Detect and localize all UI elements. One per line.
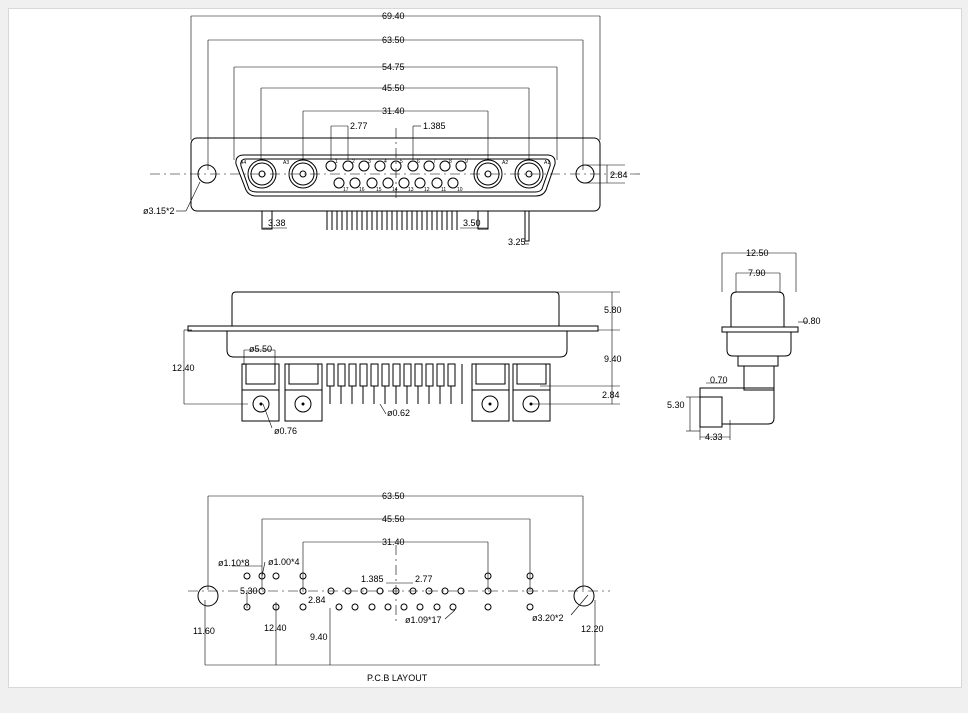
pcb-dim-3-20: ø3.20*2 xyxy=(532,613,564,623)
dim-7-90: 7.90 xyxy=(748,268,766,278)
pin-number: 12 xyxy=(424,187,430,193)
pcb-dim-1-00: ø1.00*4 xyxy=(268,557,300,567)
pcb-layout-title: P.C.B LAYOUT xyxy=(367,673,428,683)
dim-2-77: 2.77 xyxy=(350,121,368,131)
dim-3-50: 3.50 xyxy=(463,218,481,228)
dim-4-33: 4.33 xyxy=(705,432,723,442)
front-view: 69.40 63.50 54.75 45.50 31.40 2.77 1.385… xyxy=(143,11,640,247)
pcb-dim-5-30: 5.30 xyxy=(240,586,258,596)
dim-2-84: 2.84 xyxy=(610,170,628,180)
pin-number: 11 xyxy=(441,187,446,193)
pcb-dim-31-40: 31.40 xyxy=(382,537,405,547)
dim-1-385: 1.385 xyxy=(423,121,446,131)
pin-number: 9 xyxy=(465,159,468,165)
dim-0-80: 0.80 xyxy=(803,316,821,326)
pin-number: 1 xyxy=(335,159,338,165)
dim-63-50: 63.50 xyxy=(382,35,405,45)
dim-45-50: 45.50 xyxy=(382,83,405,93)
pcb-dim-12-40: 12.40 xyxy=(264,623,287,633)
coax-label-a1: A1 xyxy=(544,160,550,166)
dim-0-70: 0.70 xyxy=(710,375,728,385)
pin-number: 6 xyxy=(417,159,420,165)
pin-number: 15 xyxy=(376,187,382,193)
pin-number: 17 xyxy=(343,187,349,193)
pin-number: 2 xyxy=(352,159,355,165)
pcb-dim-2-77: 2.77 xyxy=(415,574,433,584)
pin-number: 3 xyxy=(368,159,371,165)
dim-hole-3-15: ø3.15*2 xyxy=(143,206,175,216)
pin-number: 8 xyxy=(449,159,452,165)
pcb-dim-12-20: 12.20 xyxy=(581,624,604,634)
coax-label-a2: A2 xyxy=(502,160,508,166)
dim-3-25: 3.25 xyxy=(508,237,526,247)
pin-number: 16 xyxy=(359,187,365,193)
pcb-dim-1-09: ø1.09*17 xyxy=(405,615,442,625)
dim-54-75: 54.75 xyxy=(382,62,405,72)
pcb-dim-1-10: ø1.10*8 xyxy=(218,558,250,568)
dim-12-50: 12.50 xyxy=(746,248,769,258)
pcb-dim-2-84: 2.84 xyxy=(308,595,326,605)
dim-5-30: 5.30 xyxy=(667,400,685,410)
dim-5-50: ø5.50 xyxy=(249,344,272,354)
pcb-layout: 63.50 45.50 31.40 ø1.10*8 ø1.00*4 5.30 1… xyxy=(188,491,610,683)
dim-0-62: ø0.62 xyxy=(387,408,410,418)
pcb-dim-63-50: 63.50 xyxy=(382,491,405,501)
end-view: 12.50 7.90 0.80 0.70 5.30 4.33 xyxy=(667,248,821,442)
pcb-dim-45-50: 45.50 xyxy=(382,514,405,524)
pin-number: 14 xyxy=(392,187,398,193)
dim-31-40: 31.40 xyxy=(382,106,405,116)
coax-label-a3: A3 xyxy=(283,160,289,166)
dim-69-40: 69.40 xyxy=(382,11,405,21)
dim-12-40: 12.40 xyxy=(172,363,195,373)
pin-number: 7 xyxy=(433,159,436,165)
dim-5-80: 5.80 xyxy=(604,305,622,315)
pcb-dim-11-60: 11.60 xyxy=(193,626,215,636)
pin-number: 4 xyxy=(384,159,387,165)
dim-3-38: 3.38 xyxy=(268,218,286,228)
dim-9-40: 9.40 xyxy=(604,354,622,364)
dim-2-84: 2.84 xyxy=(602,390,620,400)
pin-number: 13 xyxy=(408,187,414,193)
side-view: 5.80 9.40 12.40 ø5.50 2.84 ø0.76 ø0.62 xyxy=(172,291,622,436)
pin-number: 5 xyxy=(400,159,403,165)
pcb-dim-1-385: 1.385 xyxy=(361,574,384,584)
pin-number: 10 xyxy=(457,187,463,193)
dim-0-76: ø0.76 xyxy=(274,426,297,436)
coax-label-a4: A4 xyxy=(240,160,246,166)
pcb-dim-9-40: 9.40 xyxy=(310,632,328,642)
